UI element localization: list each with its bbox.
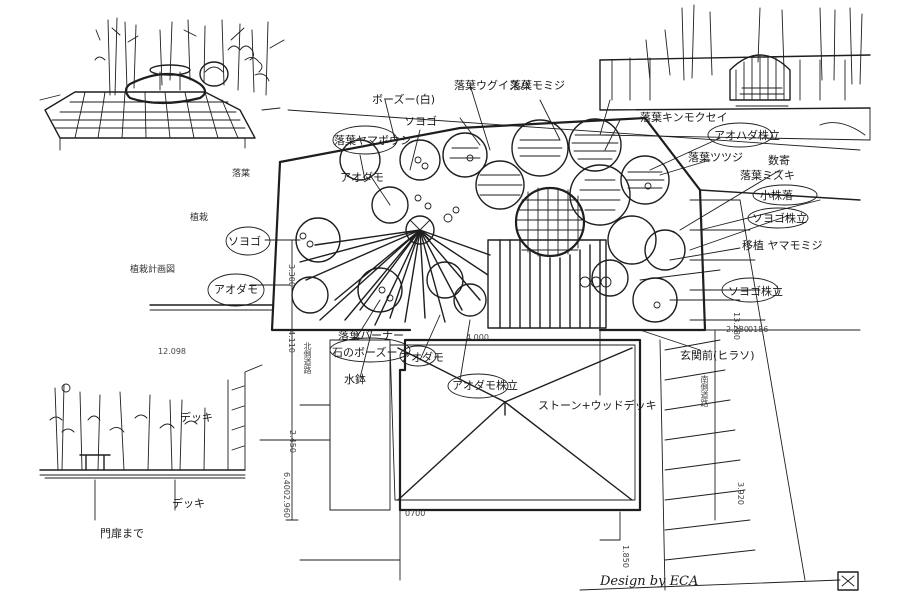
dim-13280: 13.280 [732, 312, 741, 340]
sketch-elevation [39, 364, 263, 521]
label-ovals [207, 122, 818, 399]
label-deck-1: デッキ [180, 411, 213, 424]
pergola-grid [514, 186, 586, 258]
label-bozu-tsubaki: 落葉ウグイスバ [454, 79, 531, 92]
label-entry: 玄関前(ヒラソ) [680, 349, 755, 362]
label-stone-deck: ストーン+ウッドデッキ [538, 399, 657, 412]
dim-3300: 3.300 [287, 264, 296, 287]
sketch-arbor-wall [599, 4, 871, 141]
label-kozuma: 小株落 [760, 189, 793, 202]
designer-signature: Design by ECA [600, 574, 699, 589]
label-aodamo-kabu: アオダモ株立 [452, 379, 518, 392]
dim-3920: 3.920 [736, 482, 745, 505]
label-soyogo-kabu-1: ソヨゴ株立 [752, 212, 807, 225]
dim-2280: 2.280 [726, 325, 749, 334]
label-kinmuki: 門扉まで [100, 527, 144, 540]
label-aokamo-mochi: アオハダ株立 [714, 129, 780, 142]
dim-4110: 4.110 [287, 330, 296, 353]
label-yamoto-kusaki: 移植 ヤマモミジ [742, 239, 823, 252]
label-fukurou: 数寄 [768, 154, 790, 167]
label-soyogo-top: ソヨゴ [404, 115, 437, 128]
fan-deck [299, 215, 491, 326]
shrubs [299, 154, 661, 309]
sketch-deck-perspective [39, 17, 285, 151]
label-seiju-yamaboushi: 落葉ヤマボウシ [334, 134, 411, 147]
tree-hatching [449, 134, 665, 211]
label-aodamo-1: アオダモ [340, 171, 384, 184]
label-road-left: 北側道路 [303, 342, 312, 374]
label-road-right: 南側道路 [700, 375, 709, 407]
label-nara-ki: 落葉モミジ [510, 79, 565, 92]
dimension-lines [259, 239, 716, 521]
dim-6400: 6.400 [282, 472, 291, 495]
label-ishi-bozu: 石のボーズー [332, 346, 398, 359]
label-soyogo-left: ソヨゴ [228, 235, 261, 248]
label-chaya-hatake: 落葉バーナー [338, 329, 404, 342]
label-deck-2: デッキ [172, 497, 205, 510]
label-cha-mizuki: 落葉ミズキ [740, 169, 795, 182]
label-kinmokusei: 落葉キンモクセイ [640, 111, 728, 124]
road-hatching [659, 199, 806, 591]
stone-strip-deck [487, 239, 607, 329]
label-seiju-shrub: 落葉ツツジ [688, 151, 743, 164]
dim-0186: 0186 [748, 325, 769, 334]
label-left-mid-1: 植栽 [190, 213, 209, 223]
dim-12098: 12.098 [158, 347, 186, 356]
label-mizu-bachi: 水鉢 [344, 373, 366, 386]
label-aodamo-left: アオダモ [214, 283, 258, 296]
label-bozu: ボーズー(白) [372, 93, 436, 106]
label-aodamo-3: アオダモ [400, 351, 444, 364]
dim-2960: 2.960 [282, 495, 291, 518]
dim-1850: 1.850 [621, 545, 630, 568]
label-left-mid-3: 落葉 [232, 169, 251, 179]
label-soyogo-kabu-2: ソヨゴ株立 [728, 285, 783, 298]
dim-4000: 4.000 [466, 333, 489, 342]
stamp-mark [837, 571, 859, 591]
dim-2450: 2.450 [288, 430, 297, 453]
house-roof [299, 338, 642, 581]
dim-0700: 0700 [405, 509, 426, 518]
label-left-mid-2: 植栽計画図 [130, 265, 176, 275]
